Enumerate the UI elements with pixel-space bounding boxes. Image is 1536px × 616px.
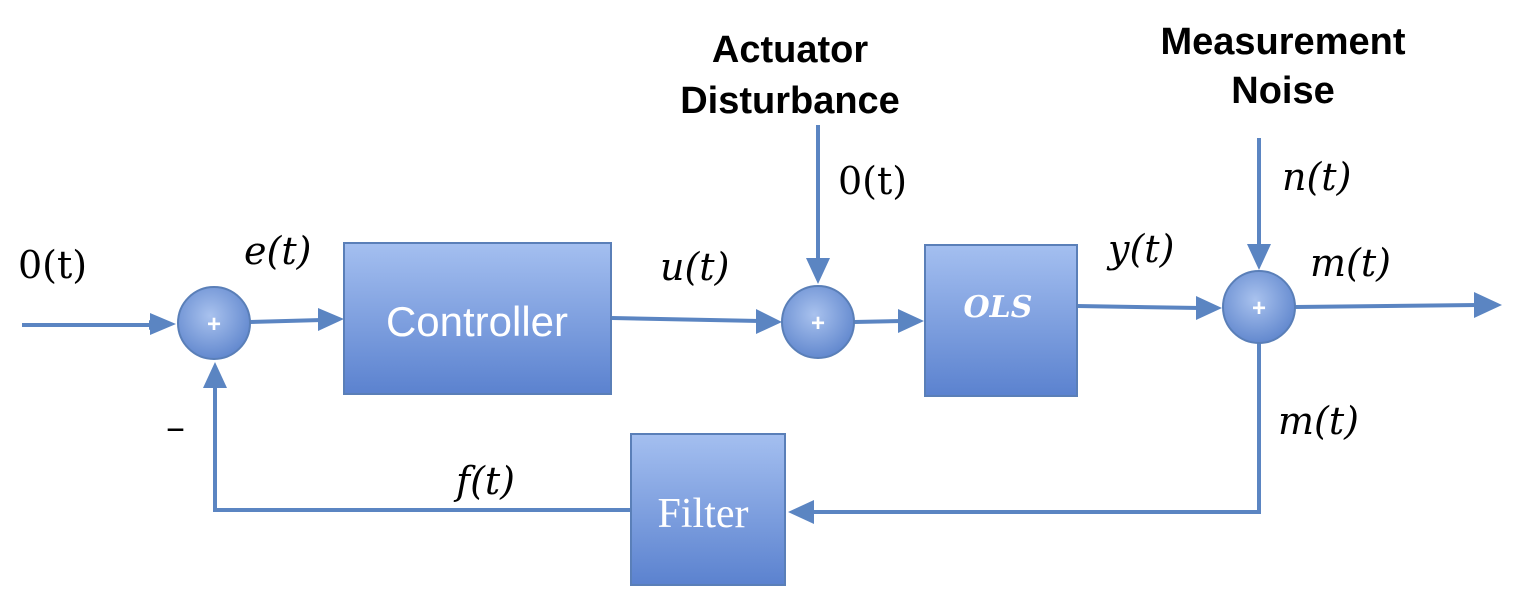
- measurement-noise-label-line1: Measurement: [1161, 21, 1406, 63]
- signal-control: u(t): [660, 245, 729, 289]
- wire-controller-to-sum2: [611, 316, 761, 323]
- plant-block: OLS: [924, 244, 1078, 397]
- wire-sum3-to-output: [1294, 303, 1479, 309]
- plant-label: OLS: [964, 290, 1033, 325]
- signal-filtered: f(t): [453, 459, 515, 503]
- sum3-sign: +: [1252, 295, 1266, 322]
- arrowhead-output: [1474, 292, 1502, 318]
- wire-sum2-to-plant: [853, 319, 903, 324]
- filter-label: Filter: [658, 491, 749, 537]
- controller-label: Controller: [386, 298, 568, 345]
- controller-block: Controller: [343, 242, 612, 395]
- summing-junction-3: +: [1222, 270, 1296, 344]
- arrowhead-sum3-left: [1196, 296, 1222, 320]
- summing-junction-2: +: [781, 285, 855, 359]
- arrowhead-filter: [788, 500, 814, 524]
- wire-feedback-to-filter: [810, 342, 1261, 514]
- measurement-noise-label-line2: Noise: [1231, 70, 1334, 112]
- signal-noise: n(t): [1282, 155, 1351, 199]
- signal-measured-feedback: m(t): [1278, 399, 1359, 443]
- wire-filter-to-sum1: [213, 384, 632, 512]
- arrowhead-sum2-top: [806, 258, 830, 284]
- actuator-disturbance-label-line2: Disturbance: [680, 80, 900, 122]
- arrowhead-plant: [898, 309, 924, 333]
- arrowhead-sum3-top: [1247, 244, 1271, 270]
- signal-output: y(t): [1106, 227, 1174, 271]
- arrowhead-sum1-left: [150, 313, 176, 335]
- sum1-sign: +: [207, 311, 221, 338]
- signal-measured-out: m(t): [1310, 241, 1391, 285]
- sum2-sign: +: [811, 310, 825, 337]
- signal-disturbance: 0(t): [838, 159, 907, 203]
- wire-plant-to-sum3: [1076, 304, 1201, 310]
- wire-sum1-to-controller: [249, 318, 323, 324]
- actuator-disturbance-label-line1: Actuator: [712, 29, 868, 71]
- arrowhead-controller: [318, 308, 344, 331]
- signal-reference: 0(t): [18, 243, 87, 287]
- summing-junction-1: +: [177, 286, 251, 360]
- filter-block: Filter: [630, 433, 786, 586]
- arrowhead-sum1-bottom: [203, 362, 227, 388]
- signal-error: e(t): [244, 229, 311, 273]
- arrowhead-sum2-left: [756, 309, 782, 334]
- feedback-sign: –: [166, 405, 185, 449]
